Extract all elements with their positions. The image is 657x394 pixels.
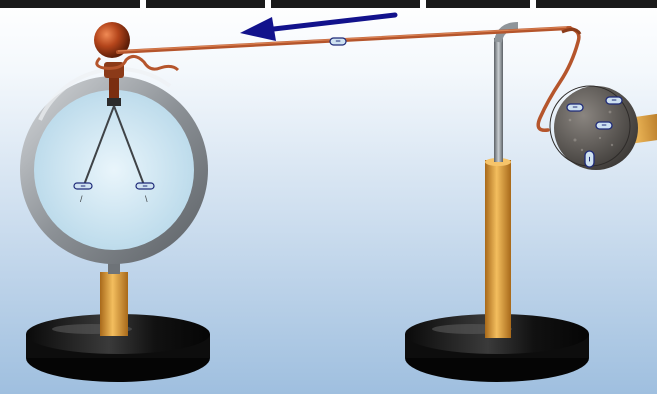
- leaf-left-charge-sign: −: [80, 181, 85, 191]
- charged-sphere-assembly: − − − −: [549, 85, 657, 170]
- leaf-right-charge: −: [135, 181, 155, 191]
- electroscope-leaf-right: [113, 105, 145, 186]
- electroscope: − − / \: [20, 22, 210, 382]
- leaf-right-tick: \: [145, 194, 148, 204]
- stand-metal-rod: [494, 38, 503, 162]
- electroscope-knob: [94, 22, 130, 58]
- frame-strip-gap-2: [265, 0, 271, 8]
- frame-strip-top: [0, 0, 657, 8]
- sphere-charge-4: −: [584, 150, 595, 168]
- electroscope-window: [34, 90, 194, 250]
- wire-tip-right: [561, 27, 582, 35]
- sphere-texture: [568, 110, 614, 152]
- electroscope-ring-highlight: [38, 66, 172, 121]
- sphere-charge-1-sign: −: [572, 102, 577, 112]
- frame-strip-gap-3: [420, 0, 426, 8]
- sphere-charge-2-sign: −: [611, 95, 616, 105]
- frame-strip-gap-4: [530, 0, 536, 8]
- leaf-left-charge: −: [73, 181, 93, 191]
- wire-charge-sign: −: [335, 36, 340, 46]
- frame-strip-gap-1: [140, 0, 146, 8]
- sphere-charge-2: −: [605, 95, 623, 105]
- sphere-charge-3: −: [595, 120, 613, 130]
- sphere-charge-4-sign: −: [585, 156, 595, 161]
- electroscope-pole: [100, 272, 128, 336]
- stand-pole: [485, 160, 511, 338]
- electroscope-stem-band: [107, 98, 121, 106]
- leaf-right-charge-sign: −: [142, 181, 147, 191]
- charged-sphere: [554, 86, 638, 170]
- wire-hook-right: [536, 26, 581, 132]
- wire-charge: −: [329, 36, 347, 46]
- leaf-left-tick: /: [80, 194, 83, 204]
- connecting-wire: −: [95, 26, 582, 132]
- sphere-charge-3-sign: −: [601, 120, 606, 130]
- electroscope-leaf-left: [83, 105, 115, 186]
- arrow-left-icon: [240, 12, 398, 41]
- electroscope-stem: [109, 78, 119, 104]
- wire-coil-left: [95, 55, 180, 72]
- sphere-charge-1: −: [566, 102, 584, 112]
